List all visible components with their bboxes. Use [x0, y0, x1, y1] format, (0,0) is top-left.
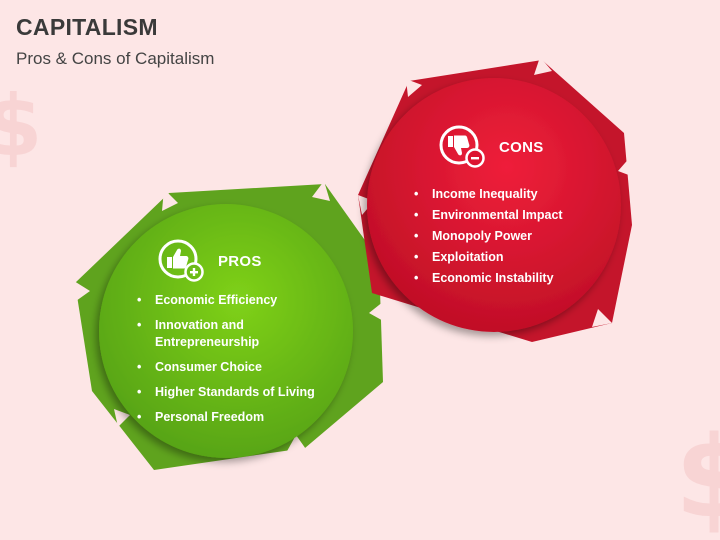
cons-circle [367, 78, 621, 332]
cons-list: Income Inequality Environmental Impact M… [414, 186, 594, 291]
thumbs-up-plus-icon [156, 236, 206, 286]
cons-item: Income Inequality [414, 186, 594, 203]
pros-title: PROS [218, 252, 262, 270]
pros-header: PROS [156, 236, 262, 286]
pros-item: Higher Standards of Living [137, 384, 317, 401]
pros-item: Personal Freedom [137, 409, 317, 426]
pros-list: Economic Efficiency Innovation and Entre… [137, 292, 317, 434]
pros-item: Consumer Choice [137, 359, 317, 376]
cons-item: Exploitation [414, 249, 594, 266]
thumbs-down-minus-icon [437, 122, 487, 172]
background-dollar-icon-right: $ [675, 413, 720, 540]
pros-item: Economic Efficiency [137, 292, 317, 309]
background-dollar-icon-left: $ [0, 77, 43, 175]
cons-header: CONS [437, 122, 544, 172]
page-title: CAPITALISM [16, 14, 158, 40]
page-subtitle: Pros & Cons of Capitalism [16, 49, 215, 68]
cons-item: Environmental Impact [414, 207, 594, 224]
cons-item: Monopoly Power [414, 228, 594, 245]
pros-item: Innovation and Entrepreneurship [137, 317, 317, 351]
cons-item: Economic Instability [414, 270, 594, 287]
cons-title: CONS [499, 138, 544, 156]
